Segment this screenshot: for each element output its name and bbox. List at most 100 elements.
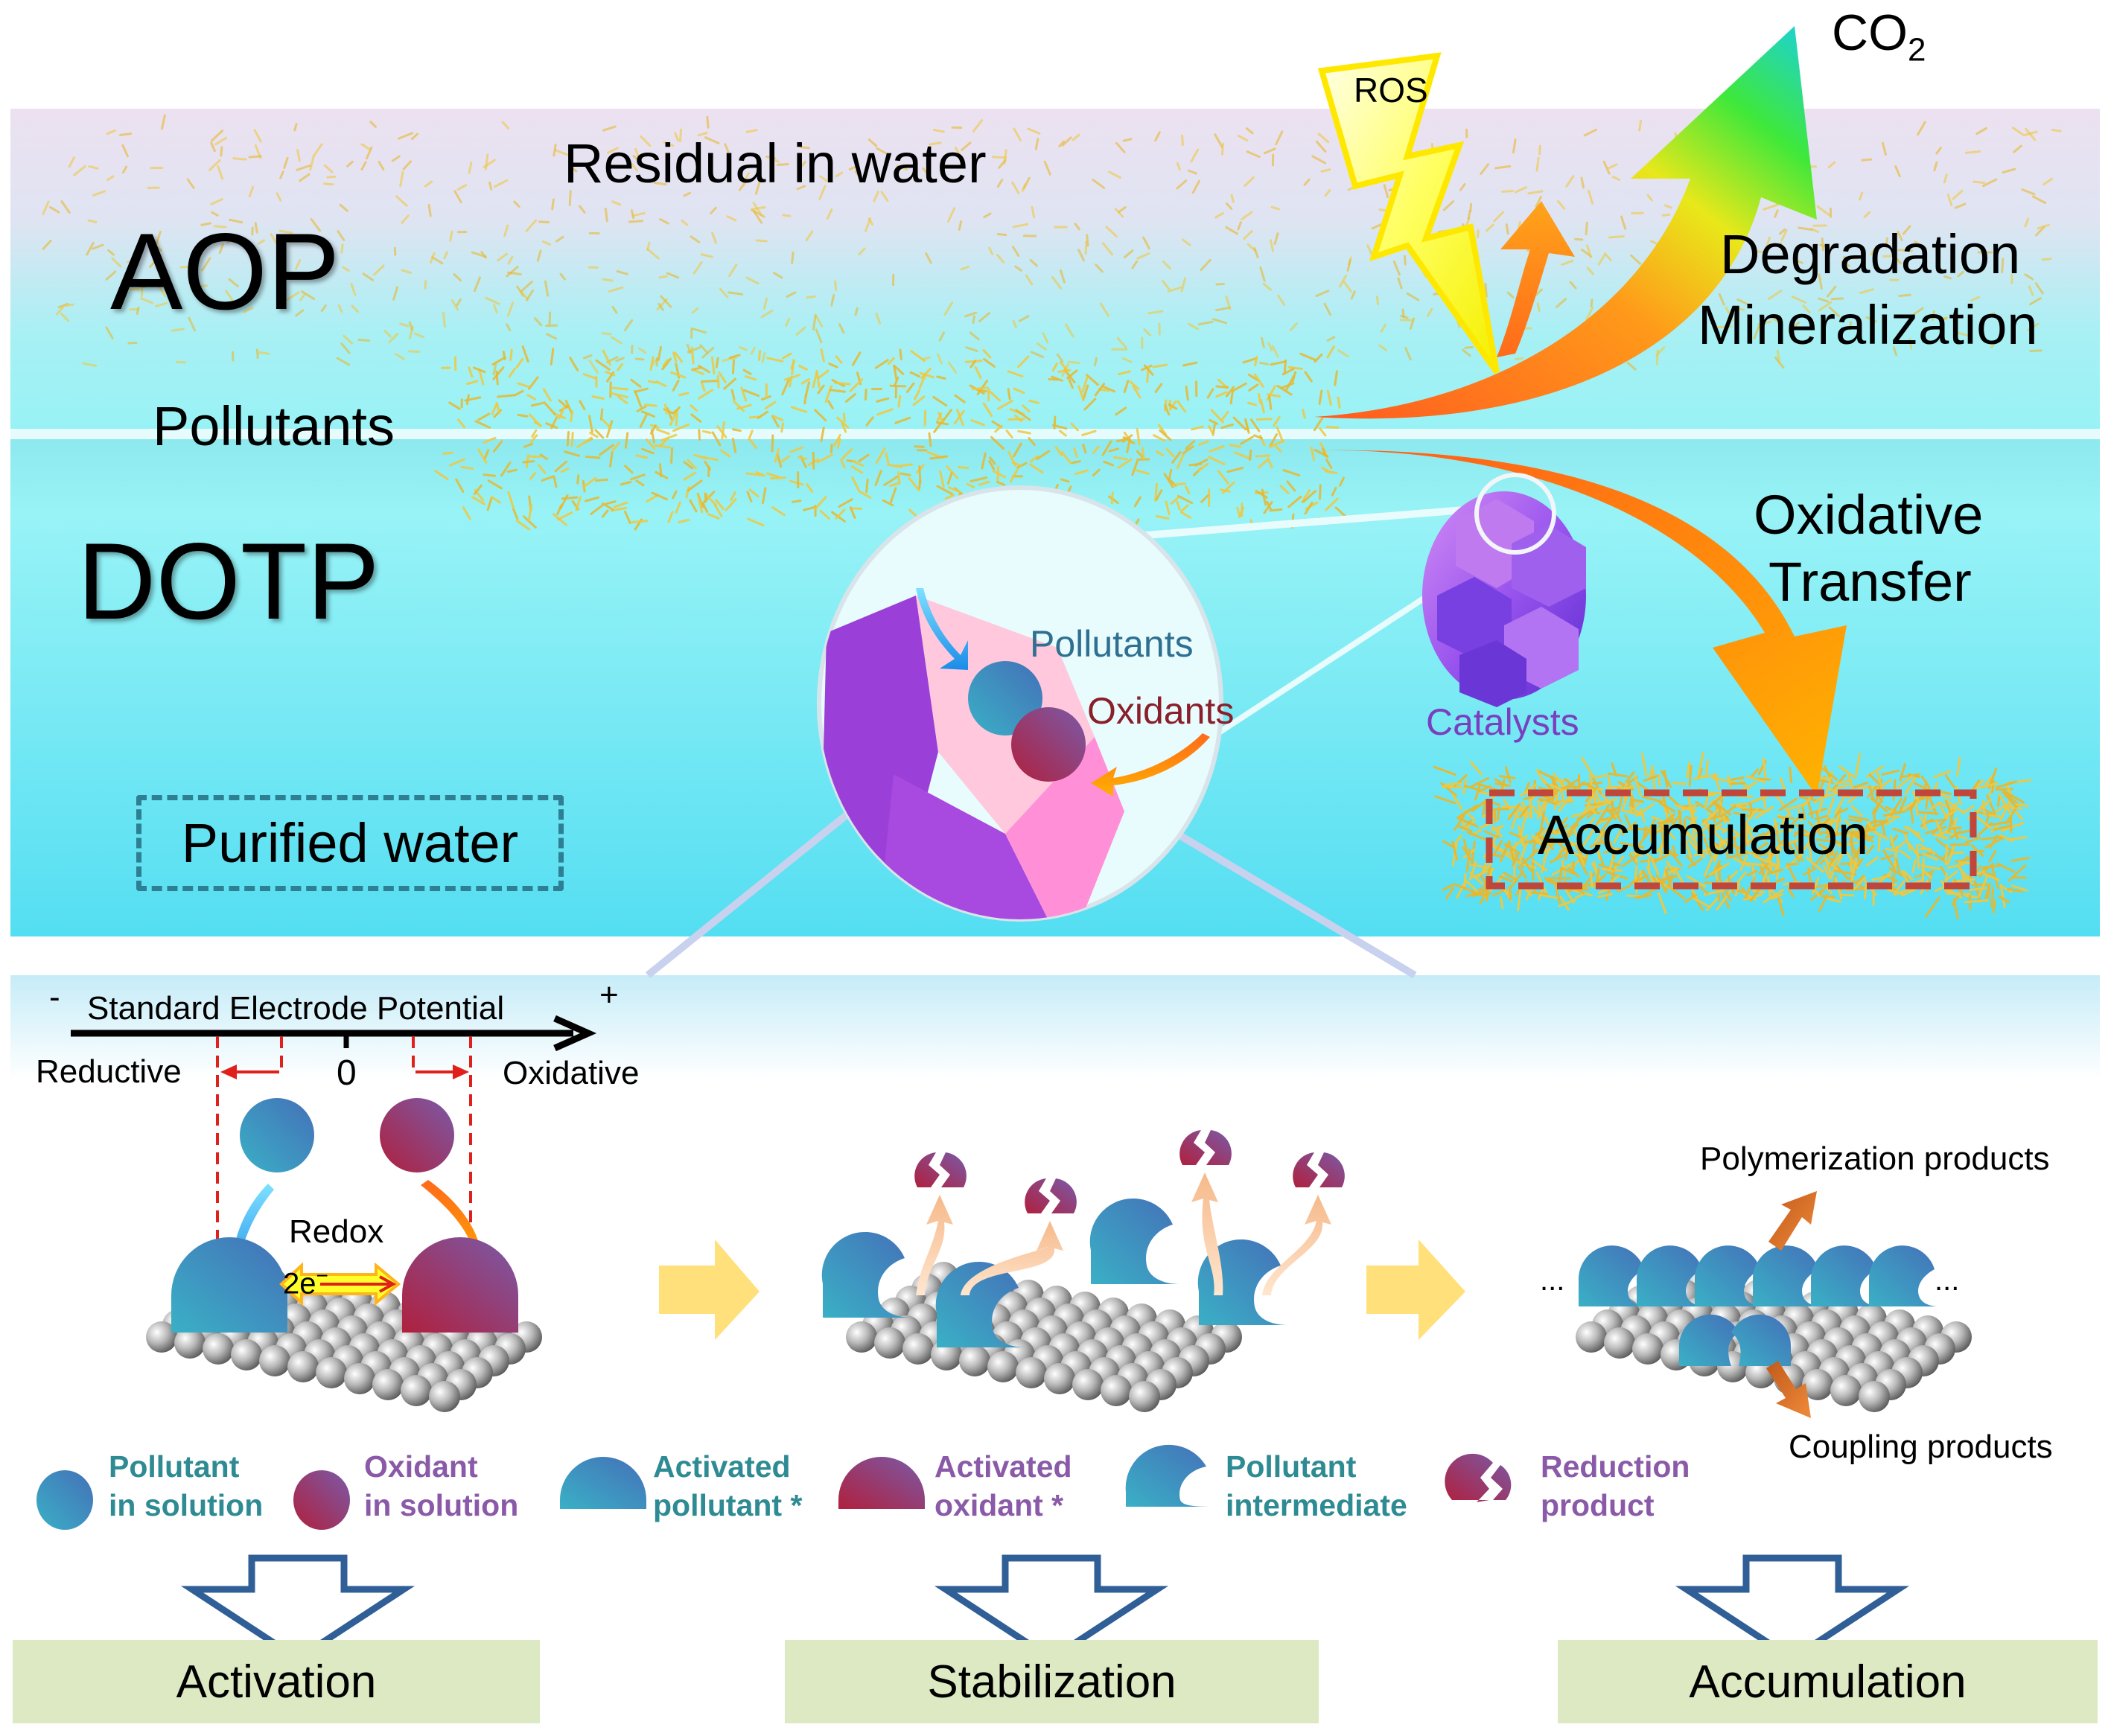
pollutant-particle — [550, 348, 555, 366]
pollutant-particle — [1170, 496, 1179, 505]
pollutant-particle — [1343, 281, 1352, 293]
pollutant-particle — [1593, 830, 1605, 844]
pollutant-particle — [337, 230, 346, 242]
pollutant-particle — [1519, 839, 1529, 861]
pollutant-particle — [1848, 815, 1870, 821]
pollutant-particle — [1275, 130, 1284, 146]
pollutant-particle — [121, 165, 128, 174]
pollutant-particle — [1569, 281, 1577, 290]
pollutant-particle — [897, 471, 901, 485]
pollutant-particle — [1550, 784, 1564, 791]
polymerization-products-label: Polymerization products — [1700, 1140, 2050, 1177]
pollutant-particle — [936, 412, 943, 423]
pollutant-particle — [1493, 810, 1497, 823]
pollutant-particle — [1581, 782, 1597, 791]
pollutant-particle — [1932, 310, 1936, 321]
pollutant-particle — [1315, 140, 1327, 153]
pollutant-particle — [507, 491, 515, 509]
pollutant-particle — [1660, 823, 1676, 840]
pollutant-particle — [55, 305, 65, 316]
pollutant-particle — [1859, 191, 1864, 201]
pollutant-particle — [757, 349, 762, 362]
pollutant-particle — [453, 272, 462, 282]
pollutant-particle — [1749, 768, 1760, 779]
pollutant-particle — [806, 483, 814, 494]
pollutant-particle — [508, 367, 516, 378]
pollutant-particle — [1536, 800, 1547, 820]
byproduct-arrow — [1497, 201, 1575, 357]
pollutant-particle — [620, 480, 632, 486]
pollutant-particle — [683, 471, 696, 481]
surface-atom — [1072, 1369, 1104, 1400]
pollutant-particle — [2028, 297, 2042, 306]
pollutant-particle — [782, 214, 792, 217]
pollutant-particle — [1964, 894, 1978, 899]
stage-down-arrow-1 — [180, 1554, 415, 1663]
pollutant-particle — [1282, 469, 1301, 477]
surface-atom — [1016, 1357, 1047, 1388]
pollutant-particle — [1946, 193, 1953, 206]
pollutant-particle — [1444, 782, 1463, 786]
pollutant-particle — [1215, 391, 1228, 398]
pollutant-particle — [1507, 803, 1521, 821]
pollutant-particle — [1092, 179, 1106, 189]
pollutant-particle — [1434, 795, 1456, 805]
degradation-label: Degradation — [1720, 223, 2021, 285]
pollutant-particle — [1535, 156, 1540, 172]
pollutant-particle — [1442, 883, 1456, 892]
pollutant-particle — [295, 309, 305, 317]
pollutant-particle — [1007, 387, 1011, 401]
pollutant-particle — [410, 133, 419, 141]
pollutant-particle — [1442, 785, 1462, 789]
pollutant-particle — [1992, 899, 1996, 914]
pollutant-particle — [690, 346, 695, 365]
pollutant-particle — [1258, 361, 1270, 366]
pollutant-particle — [313, 143, 323, 156]
pollutant-particle — [936, 353, 943, 365]
pollutant-particle — [1269, 239, 1275, 252]
pollutant-particle — [1287, 495, 1302, 508]
pollutant-particle — [1744, 876, 1756, 899]
pollutant-particle — [1060, 451, 1072, 465]
pollutant-particle — [1825, 897, 1842, 903]
pollutant-particle — [336, 357, 351, 366]
pollutant-particle — [231, 351, 235, 362]
pollutant-particle — [644, 403, 658, 407]
pollutant-particle — [1553, 817, 1568, 835]
pollutant-particle — [849, 506, 856, 519]
pollutant-particle — [1477, 785, 1491, 793]
pollutant-particle — [814, 313, 824, 328]
pollutant-particle — [1984, 882, 1991, 899]
pollutant-particle — [483, 159, 496, 169]
pollutant-particle — [635, 479, 645, 487]
pollutant-particle — [340, 243, 344, 254]
activated-oxidant-dome — [402, 1237, 518, 1333]
pollutant-particle — [1998, 794, 2012, 815]
pollutant-particle — [1744, 862, 1765, 867]
pollutant-particle — [1318, 427, 1327, 437]
pollutant-particle — [1541, 794, 1553, 800]
pollutant-particle — [1030, 351, 1045, 359]
pollutant-particle — [1527, 190, 1544, 195]
pollutant-particle — [512, 508, 519, 520]
pollutant-particle — [1302, 409, 1306, 419]
pollutant-particle — [1007, 370, 1024, 377]
pollutant-particle — [1630, 254, 1642, 265]
pollutant-particle — [1512, 138, 1517, 154]
pollutant-particle — [683, 461, 694, 470]
pollutant-particle — [1795, 259, 1803, 264]
pollutant-particle — [954, 146, 961, 156]
legend-label-line1: Pollutant — [1226, 1449, 1357, 1484]
pollutant-particle — [615, 357, 625, 363]
pollutant-particle — [1321, 466, 1332, 474]
pollutant-particle — [1233, 451, 1252, 460]
pollutant-particle — [653, 444, 671, 449]
catalyst-surface-inset — [817, 485, 1223, 922]
pollutant-particle — [1777, 896, 1785, 916]
pollutant-particle — [964, 311, 978, 318]
pollutant-particle — [833, 381, 851, 386]
inset-oxidants-label: Oxidants — [1087, 690, 1235, 732]
pollutant-particle — [488, 181, 493, 191]
pollutant-particle — [1593, 860, 1599, 877]
pollutant-particle — [672, 490, 678, 500]
